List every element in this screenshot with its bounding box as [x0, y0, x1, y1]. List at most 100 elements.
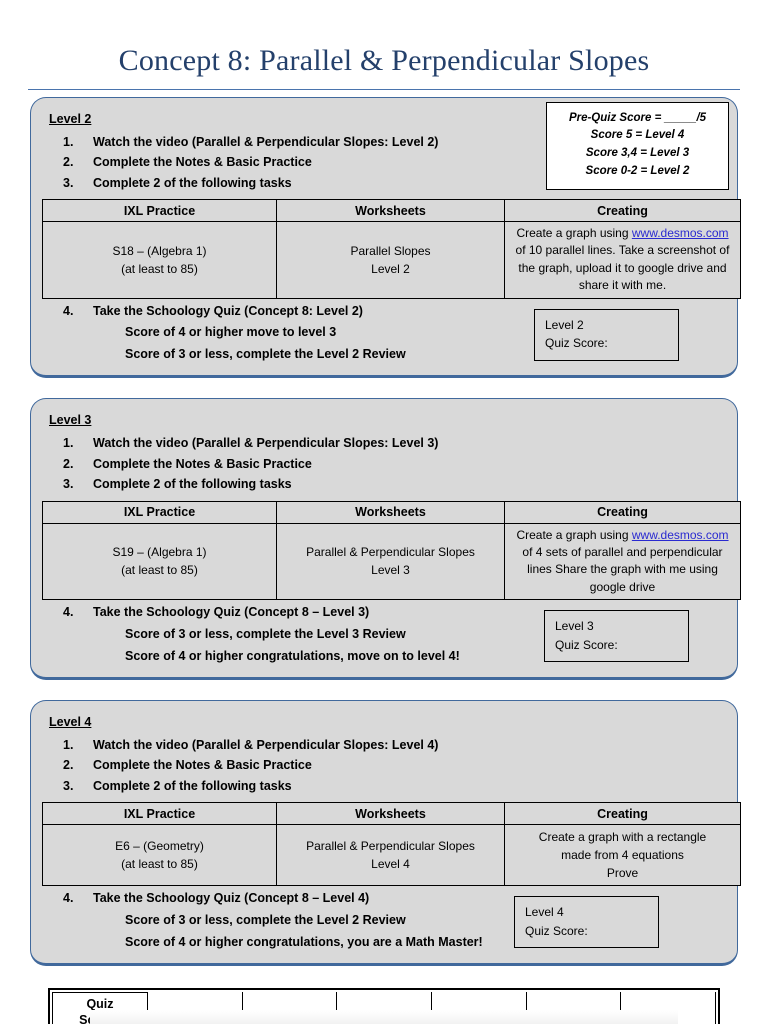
- desmos-link[interactable]: www.desmos.com: [631, 226, 729, 240]
- desmos-link[interactable]: www.desmos.com: [631, 527, 729, 542]
- creating-text-post: of 10 parallel lines. Take a screenshot …: [515, 243, 730, 293]
- creating-cell-line: Prove: [606, 866, 639, 881]
- task-number: 2.: [63, 758, 74, 773]
- column-header-ixl: IXL Practice: [42, 500, 277, 524]
- footer-sub-text: Score of 4 or higher move to level 3: [125, 325, 337, 340]
- quiz-score-level: Level 4: [525, 905, 564, 920]
- footer-sub-text: Score of 4 or higher congratulations, mo…: [125, 648, 460, 663]
- creating-cell: Create a graph with a rectangle made from…: [504, 824, 741, 887]
- level-footer: 4.Take the Schoology Quiz (Concept 8: Le…: [41, 301, 727, 366]
- task-number: 3.: [63, 477, 74, 492]
- indent-spacer: [41, 627, 125, 641]
- footer-sub-text: Score of 3 or less, complete the Level 3…: [125, 626, 406, 641]
- task-number: 1.: [63, 436, 74, 451]
- footer-sub-line: Score of 3 or less, complete the Level 2…: [41, 343, 727, 365]
- list-item: 4.Take the Schoology Quiz (Concept 8: Le…: [41, 301, 727, 322]
- worksheets-cell-line: Parallel Slopes: [350, 243, 431, 258]
- creating-text-pre: Create a graph using: [516, 527, 629, 542]
- footer-sub-line: Score of 4 or higher congratulations, yo…: [41, 931, 727, 953]
- task-text: Take the Schoology Quiz (Concept 8: Leve…: [93, 303, 363, 318]
- task-text: Complete the Notes & Basic Practice: [93, 456, 312, 471]
- table-row: E6 – (Geometry)(at least to 85)Parallel …: [42, 824, 741, 887]
- table-row: S19 – (Algebra 1) (at least to 85) Paralle…: [42, 522, 741, 601]
- creating-cell-line: Create a graph with a rectangle: [538, 830, 707, 845]
- worksheets-cell-line: Level 4: [371, 857, 410, 872]
- list-item: 4. Take the Schoology Quiz (Concept 8 – L…: [41, 888, 727, 909]
- column-header-worksheets: Worksheets: [276, 500, 505, 524]
- level-panel-level-4: Level 4 1.Watch the video (Parallel & Per…: [30, 699, 741, 966]
- column-header-ixl: IXL Practice: [42, 199, 277, 222]
- quiz-score-label: Quiz Score:: [555, 637, 618, 652]
- level-heading: Level 3: [49, 413, 92, 428]
- ixl-practice-cell-line: S18 – (Algebra 1): [112, 243, 207, 258]
- ixl-practice-cell-line: E6 – (Geometry): [115, 839, 204, 854]
- pre-quiz-line: Score 5 = Level 4: [590, 129, 685, 142]
- indent-spacer: [41, 325, 125, 339]
- ixl-practice-cell-line: S19 – (Algebra 1): [112, 545, 207, 560]
- task-number: 3.: [63, 175, 74, 190]
- ixl-practice-cell-line: (at least to 85): [121, 261, 198, 276]
- worksheets-cell-line: Parallel & Perpendicular Slopes: [306, 545, 475, 560]
- column-header-creating: Creating: [504, 199, 741, 222]
- column-header-worksheets: Worksheets: [276, 199, 505, 222]
- ixl-practice-cell: S18 – (Algebra 1) (at least to 85): [42, 221, 277, 299]
- level-footer: 4. Take the Schoology Quiz (Concept 8 – L…: [41, 888, 727, 953]
- task-text: Complete 2 of the following tasks: [93, 477, 292, 492]
- list-item: 2. Complete the Notes & Basic Practice: [41, 755, 727, 776]
- task-number: 1.: [63, 737, 74, 752]
- task-number: 1.: [63, 134, 74, 149]
- task-text: Complete the Notes & Basic Practice: [93, 155, 312, 169]
- ixl-practice-cell: S19 – (Algebra 1) (at least to 85): [42, 522, 277, 601]
- list-item: 1. Watch the video (Parallel & Perpendicu…: [41, 433, 727, 454]
- creating-cell: Create a graph using www.desmos.com of 4…: [504, 522, 741, 601]
- page-bottom-shadow: [90, 1010, 678, 1024]
- pre-quiz-line: Score 0-2 = Level 2: [585, 164, 690, 177]
- footer-sub-line: Score of 4 or higher move to level 3: [41, 321, 727, 343]
- task-text: Take the Schoology Quiz (Concept 8 – Lev…: [93, 605, 370, 620]
- pre-quiz-line: Score 3,4 = Level 3: [585, 147, 690, 160]
- quiz-scores-label-line1: Quiz: [86, 996, 114, 1011]
- ixl-practice-cell-line: (at least to 85): [121, 563, 198, 578]
- footer-sub-text: Score of 3 or less, complete the Level 2…: [125, 347, 406, 362]
- task-text: Watch the video (Parallel & Perpendicula…: [93, 436, 439, 451]
- task-number: 2.: [63, 456, 74, 471]
- list-item: 1.Watch the video (Parallel & Perpendicu…: [41, 735, 727, 756]
- task-list: 1. Watch the video (Parallel & Perpendicu…: [41, 433, 727, 495]
- creating-text-post: of 4 sets of parallel and perpendicular …: [522, 544, 723, 594]
- level-heading: Level 4: [49, 714, 92, 729]
- list-item: 3.Complete 2 of the following tasks: [41, 173, 727, 194]
- list-item: 3. Complete 2 of the following tasks: [41, 474, 727, 495]
- footer-sub-text: Score of 3 or less, complete the Level 2…: [125, 912, 406, 927]
- indent-spacer: [41, 935, 125, 949]
- worksheets-cell-line: Level 3: [371, 563, 410, 578]
- worksheets-cell-line: Parallel & Perpendicular Slopes: [306, 839, 475, 854]
- task-list: 1.Watch the video (Parallel & Perpendicu…: [41, 735, 727, 797]
- footer-sub-line: Score of 4 or higher congratulations, mo…: [41, 645, 727, 667]
- footer-sub-text: Score of 4 or higher congratulations, yo…: [125, 934, 483, 949]
- creating-cell: Create a graph using www.desmos.com of 1…: [504, 221, 741, 299]
- level-heading: Level 2: [49, 111, 92, 126]
- page-title: Concept 8: Parallel & Perpendicular Slop…: [118, 44, 650, 77]
- task-text: Complete the Notes & Basic Practice: [93, 758, 312, 773]
- pre-quiz-line: Pre-Quiz Score = _____/5: [568, 111, 707, 124]
- column-header-worksheets: Worksheets: [276, 802, 505, 826]
- level-footer: 4.Take the Schoology Quiz (Concept 8 – L…: [41, 602, 727, 667]
- level-panel-level-3: Level 3 1. Watch the video (Parallel & Per…: [30, 398, 741, 680]
- task-number: 4.: [63, 891, 74, 906]
- creating-cell-line: made from 4 equations: [561, 848, 684, 863]
- list-item: 2. Complete the Notes & Basic Practice: [41, 454, 727, 475]
- footer-sub-line: Score of 3 or less, complete the Level 3…: [41, 623, 727, 645]
- task-text: Watch the video (Parallel & Perpendicula…: [93, 134, 439, 149]
- task-text: Take the Schoology Quiz (Concept 8 – Lev…: [93, 891, 370, 906]
- task-number: 2.: [63, 155, 74, 169]
- indent-spacer: [41, 913, 125, 927]
